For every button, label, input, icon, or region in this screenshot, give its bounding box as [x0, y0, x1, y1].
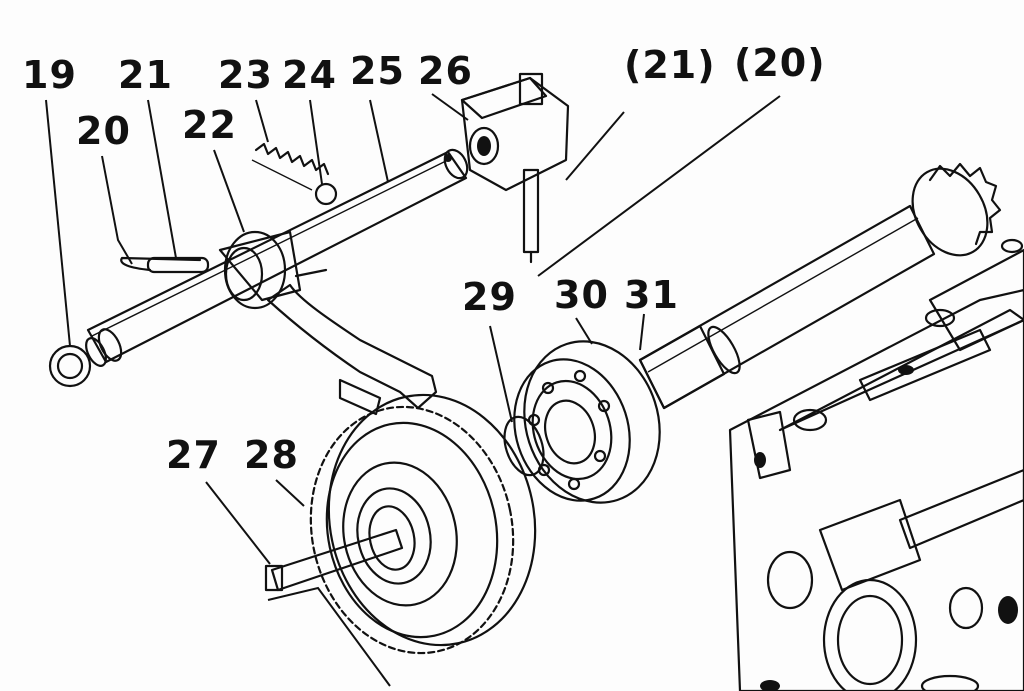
selector-fork	[218, 230, 438, 416]
leader-27-28-bracket	[267, 586, 391, 687]
callout-29: 29	[462, 275, 517, 319]
leader-21-paren	[565, 111, 625, 181]
leader-20-paren	[537, 95, 781, 277]
callout-31: 31	[624, 273, 679, 317]
callout-30: 30	[554, 273, 609, 317]
callout-27: 27	[166, 433, 221, 477]
leader-30	[575, 317, 593, 345]
ball-bearing	[513, 340, 661, 504]
leader-23	[255, 99, 269, 143]
callout-23: 23	[218, 53, 273, 97]
leader-20	[101, 155, 133, 265]
callout-20-paren: (20)	[734, 41, 826, 85]
pinion-gear	[911, 162, 1002, 257]
callout-22: 22	[182, 103, 237, 147]
leader-26	[431, 93, 469, 121]
gear-key	[264, 528, 404, 592]
leader-27	[205, 481, 271, 565]
callout-20: 20	[76, 109, 131, 153]
circlip	[48, 344, 92, 388]
leader-21	[147, 99, 177, 259]
callout-21: 21	[118, 53, 173, 97]
locking-wire-and-pin	[120, 256, 210, 274]
leader-lines	[45, 93, 781, 687]
leader-24	[309, 99, 323, 185]
sliding-gear	[309, 393, 537, 655]
gearbox-casing	[728, 238, 1024, 691]
callout-26: 26	[418, 49, 473, 93]
detent-spring	[251, 142, 330, 191]
shaft-circlip	[503, 415, 545, 477]
callout-24: 24	[282, 53, 337, 97]
callout-19: 19	[22, 53, 77, 97]
leader-29	[489, 325, 513, 423]
main-shaft	[638, 204, 936, 410]
leader-19	[45, 99, 71, 347]
callout-25: 25	[350, 49, 405, 93]
leader-25	[369, 99, 389, 183]
callout-21-paren: (21)	[624, 43, 716, 87]
leader-22	[213, 149, 245, 233]
selector-block	[460, 72, 570, 264]
leader-28	[275, 479, 305, 507]
callout-28: 28	[244, 433, 299, 477]
detent-ball	[314, 182, 338, 206]
selector-rod	[85, 148, 469, 367]
leader-31	[639, 313, 645, 351]
